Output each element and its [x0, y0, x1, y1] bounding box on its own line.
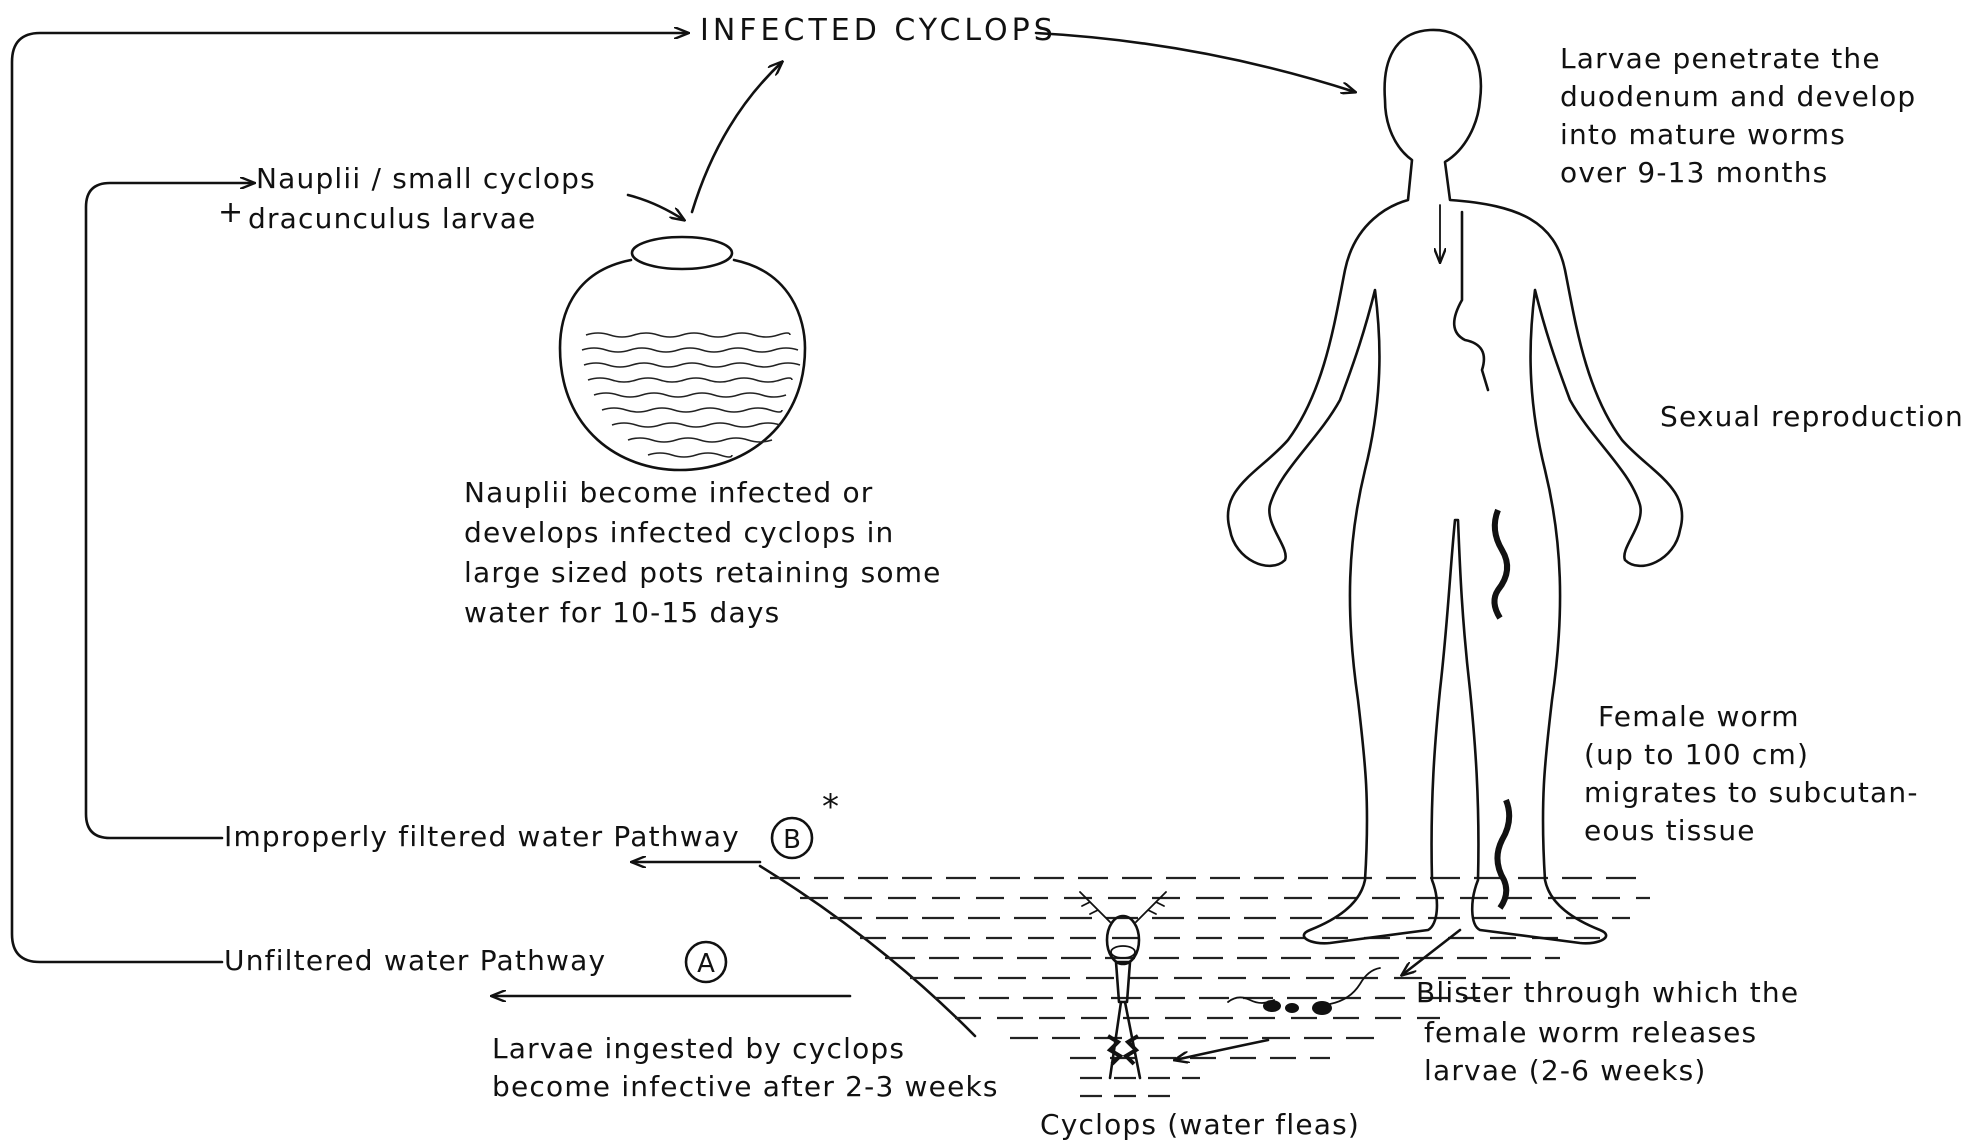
blister-line-1: Blister through which the	[1416, 976, 1799, 1009]
arrow-nauplii-to-pot	[628, 195, 684, 220]
larvae-ingested-line-2: become infective after 2-3 weeks	[492, 1070, 999, 1103]
arrow-to-human-head	[1036, 33, 1355, 92]
pathway-b-label: Improperly filtered water Pathway	[224, 820, 740, 853]
title-infected-cyclops: INFECTED CYCLOPS	[700, 13, 1057, 48]
female-worm-line-2: (up to 100 cm)	[1584, 738, 1809, 771]
cyclops-label: Cyclops (water fleas)	[1040, 1108, 1360, 1141]
shore-line	[760, 866, 975, 1036]
pathway-a-letter: A	[697, 949, 715, 979]
pot-note-line-4: water for 10-15 days	[464, 596, 780, 629]
blister-larvae	[1228, 968, 1380, 1015]
larvae-penetrate-line-1: Larvae penetrate the	[1560, 42, 1881, 75]
arrow-pot-to-infected-cyclops	[692, 62, 782, 212]
dracunculus-larvae-label: dracunculus larvae	[248, 202, 537, 235]
blister-line-3: larvae (2-6 weeks)	[1424, 1054, 1707, 1087]
pot-note-line-3: large sized pots retaining some	[464, 556, 942, 589]
arrow-foot-to-blister	[1402, 930, 1460, 975]
plus-sign: +	[218, 195, 243, 230]
pathway-b-loop-arrow	[86, 183, 254, 838]
larvae-penetrate-line-3: into mature worms	[1560, 118, 1846, 151]
pathway-b-letter: B	[783, 825, 801, 855]
larvae-ingested-line-1: Larvae ingested by cyclops	[492, 1032, 905, 1065]
larvae-penetrate-line-2: duodenum and develop	[1560, 80, 1916, 113]
nauplii-label: Nauplii / small cyclops	[256, 162, 596, 195]
pot-note-line-1: Nauplii become infected or	[464, 476, 874, 509]
water-pot	[560, 237, 805, 470]
cyclops-organism	[1080, 892, 1166, 1078]
pathway-a-label: Unfiltered water Pathway	[224, 944, 606, 977]
female-worm-line-3: migrates to subcutan-	[1584, 776, 1919, 809]
female-worm-line-4: eous tissue	[1584, 814, 1756, 847]
pot-note-line-2: develops infected cyclops in	[464, 516, 895, 549]
blister-line-2: female worm releases	[1424, 1016, 1757, 1049]
larvae-penetrate-line-4: over 9-13 months	[1560, 156, 1828, 189]
sexual-reproduction-label: Sexual reproduction	[1660, 400, 1964, 433]
female-worm-line-1: Female worm	[1598, 700, 1800, 733]
pathway-b-star: *	[822, 787, 839, 827]
